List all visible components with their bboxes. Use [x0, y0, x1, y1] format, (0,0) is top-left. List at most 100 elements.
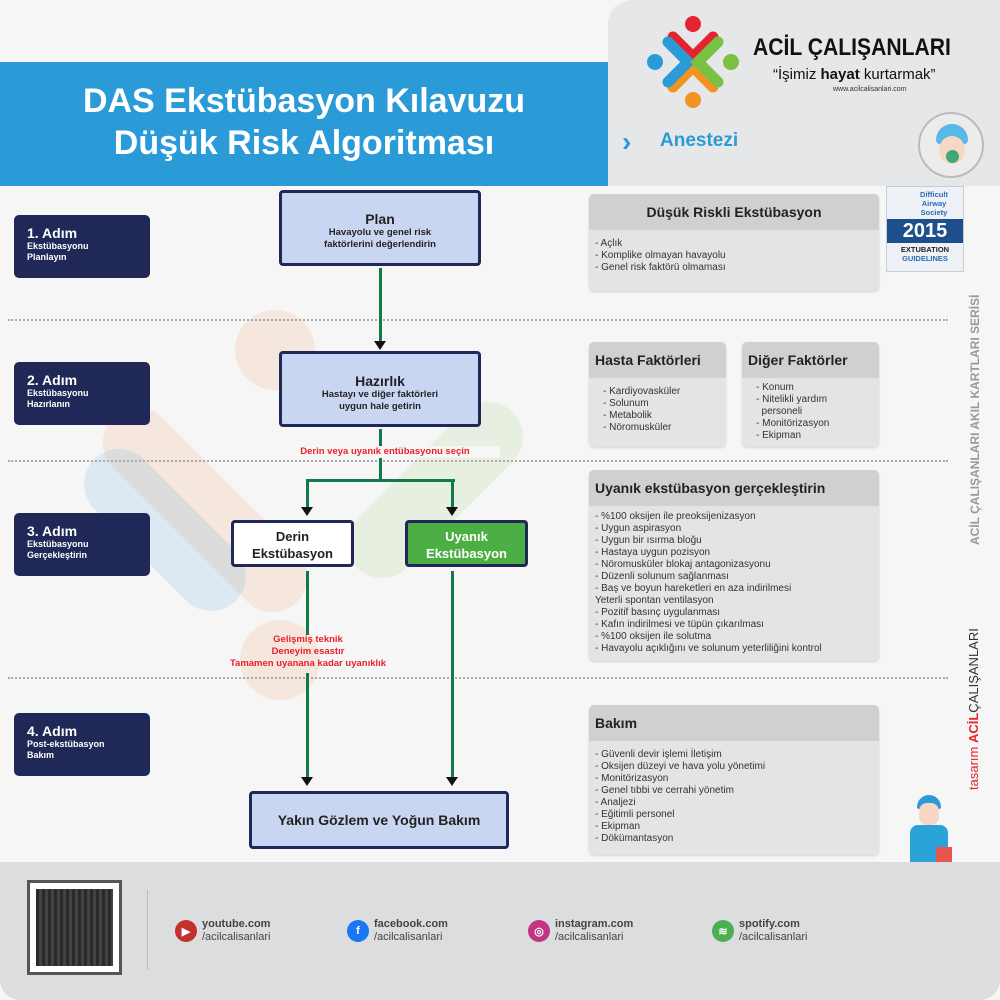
divider — [8, 319, 948, 321]
qr-code-icon[interactable] — [27, 880, 122, 975]
divider — [8, 677, 948, 679]
card-list-item: - Solunum — [603, 398, 649, 409]
social-link-instagram[interactable]: ◎ instagram.com/acilcalisanlari — [528, 918, 633, 944]
card-list-item: - Genel risk faktörü olmaması — [595, 262, 726, 273]
connector — [306, 479, 309, 509]
category-label: Anestezi — [660, 130, 739, 151]
instagram-icon: ◎ — [528, 920, 550, 942]
divider — [147, 890, 148, 970]
anesthesia-patient-icon — [918, 112, 984, 178]
card-list-item: - Nöromusküler blokaj antagonizasyonu — [595, 559, 771, 570]
website: www.acilcalisanlari.com — [833, 86, 907, 93]
social-site: spotify.com — [739, 918, 800, 930]
spotify-icon: ≋ — [712, 920, 734, 942]
card-list-item: - Konum — [756, 382, 794, 393]
slogan: “İşimiz hayat kurtarmak” — [773, 66, 936, 83]
card-list-item: - Hastaya uygun pozisyon — [595, 547, 711, 558]
card-list-item: - Uygun bir ısırma bloğu — [595, 535, 702, 546]
social-link-youtube[interactable]: ▶ youtube.com/acilcalisanlari — [175, 918, 270, 944]
acil-calisanlari-logo-icon — [647, 16, 739, 108]
preparation-box: Hazırlık Hastayı ve diğer faktörleri uyg… — [279, 351, 481, 427]
slogan-part: kurtarmak” — [859, 66, 936, 83]
title-line: DAS Ekstübasyon Kılavuzu — [82, 82, 526, 120]
card-list-item: - Kardiyovasküler — [603, 386, 681, 397]
brand-panel: ACİL ÇALIŞANLARI “İşimiz hayat kurtarmak… — [608, 0, 1000, 186]
card-list-item: - %100 oksijen ile preoksijenizasyon — [595, 511, 756, 522]
card-list-item: - Nitelikli yardım — [756, 394, 828, 405]
connector — [306, 479, 455, 482]
title-line: Düşük Risk Algoritması — [113, 124, 495, 162]
card-list-item: - Uygun aspirasyon — [595, 523, 682, 534]
social-handle: /acilcalisanlari — [374, 931, 443, 943]
low-risk-card: Düşük Riskli Ekstübasyon - Açlık- Kompli… — [589, 194, 879, 291]
plan-box: Plan Havayolu ve genel risk faktörlerini… — [279, 190, 481, 266]
card-title: Uyanık ekstübasyon gerçekleştirin — [589, 470, 879, 506]
card-list-item: - Nöromusküler — [603, 422, 672, 433]
final-care-box: Yakın Gözlem ve Yoğun Bakım — [249, 791, 509, 849]
card-list-item: - Düzenli solunum sağlanması — [595, 571, 729, 582]
card-list-item: - Havayolu açıklığını ve solunum yeterli… — [595, 643, 822, 654]
patient-factors-card: Hasta Faktörleri - Kardiyovasküler- Solu… — [589, 342, 726, 447]
arrow-down-icon — [374, 341, 386, 350]
choose-note: Derin veya uyanık entübasyonu seçin — [270, 446, 500, 458]
slogan-part: “İşimiz — [773, 66, 821, 83]
card-list-item: - Monitörizasyon — [595, 773, 669, 784]
connector — [451, 479, 454, 509]
card-list-item: - Analjezi — [595, 797, 636, 808]
card-list-item: - Monitörizasyon — [756, 418, 830, 429]
connector — [306, 571, 309, 635]
card-list-item: - Oksijen düzeyi ve hava yolu yönetimi — [595, 761, 766, 772]
badge-text: GUIDELINES — [902, 254, 948, 263]
social-handle: /acilcalisanlari — [555, 931, 624, 943]
slogan-bold: hayat — [820, 66, 860, 83]
design-credit: tasarım ACİLÇALIŞANLARI — [966, 628, 981, 790]
card-title: Bakım — [589, 705, 879, 741]
social-link-spotify[interactable]: ≋ spotify.com/acilcalisanlari — [712, 918, 807, 944]
card-list-item: - Eğitimli personel — [595, 809, 675, 820]
social-handle: /acilcalisanlari — [202, 931, 271, 943]
facebook-icon: f — [347, 920, 369, 942]
social-site: youtube.com — [202, 918, 271, 930]
social-site: facebook.com — [374, 918, 448, 930]
card-list-item: - Kafın indirilmesi ve tüpün çıkarılması — [595, 619, 764, 630]
arrow-down-icon — [446, 777, 458, 786]
badge-year: 2015 — [887, 219, 963, 243]
footer — [0, 862, 1000, 1000]
chevron-right-icon: › — [622, 126, 632, 157]
care-card: Bakım - Güvenli devir işlemi İletişim- O… — [589, 705, 879, 855]
series-label: ACİL ÇALIŞANLARI AKIL KARTLARI SERİSİ — [968, 294, 982, 545]
social-link-facebook[interactable]: f facebook.com/acilcalisanlari — [347, 918, 448, 944]
card-list-item: - Genel tıbbi ve cerrahi yönetim — [595, 785, 734, 796]
brand-name: ACİL ÇALIŞANLARI — [753, 34, 951, 61]
connector — [379, 268, 382, 342]
card-list-item: - Metabolik — [603, 410, 652, 421]
social-site: instagram.com — [555, 918, 634, 930]
card-list-item: - Ekipman — [756, 430, 802, 441]
social-handle: /acilcalisanlari — [739, 931, 808, 943]
card-list-item: - %100 oksijen ile solutma — [595, 631, 712, 642]
youtube-icon: ▶ — [175, 920, 197, 942]
awake-steps-card: Uyanık ekstübasyon gerçekleştirin - %100… — [589, 470, 879, 661]
card-list-item: - Güvenli devir işlemi İletişim — [595, 749, 722, 760]
card-list-item: - Pozitif basınç uygulanması — [595, 607, 721, 618]
card-list-item: - Komplike olmayan havayolu — [595, 250, 726, 261]
card-list-item: - Dökümantasyon — [595, 833, 674, 844]
card-title: Düşük Riskli Ekstübasyon — [589, 194, 879, 230]
card-list-item: - Açlık — [595, 238, 623, 249]
arrow-down-icon — [446, 507, 458, 516]
card-title: Hasta Faktörleri — [589, 342, 726, 378]
card-list-item: - Ekipman — [595, 821, 641, 832]
card-list-item: - Baş ve boyun hareketleri en aza indiri… — [595, 583, 792, 594]
connector — [451, 571, 454, 778]
arrow-down-icon — [301, 507, 313, 516]
connector — [306, 673, 309, 778]
